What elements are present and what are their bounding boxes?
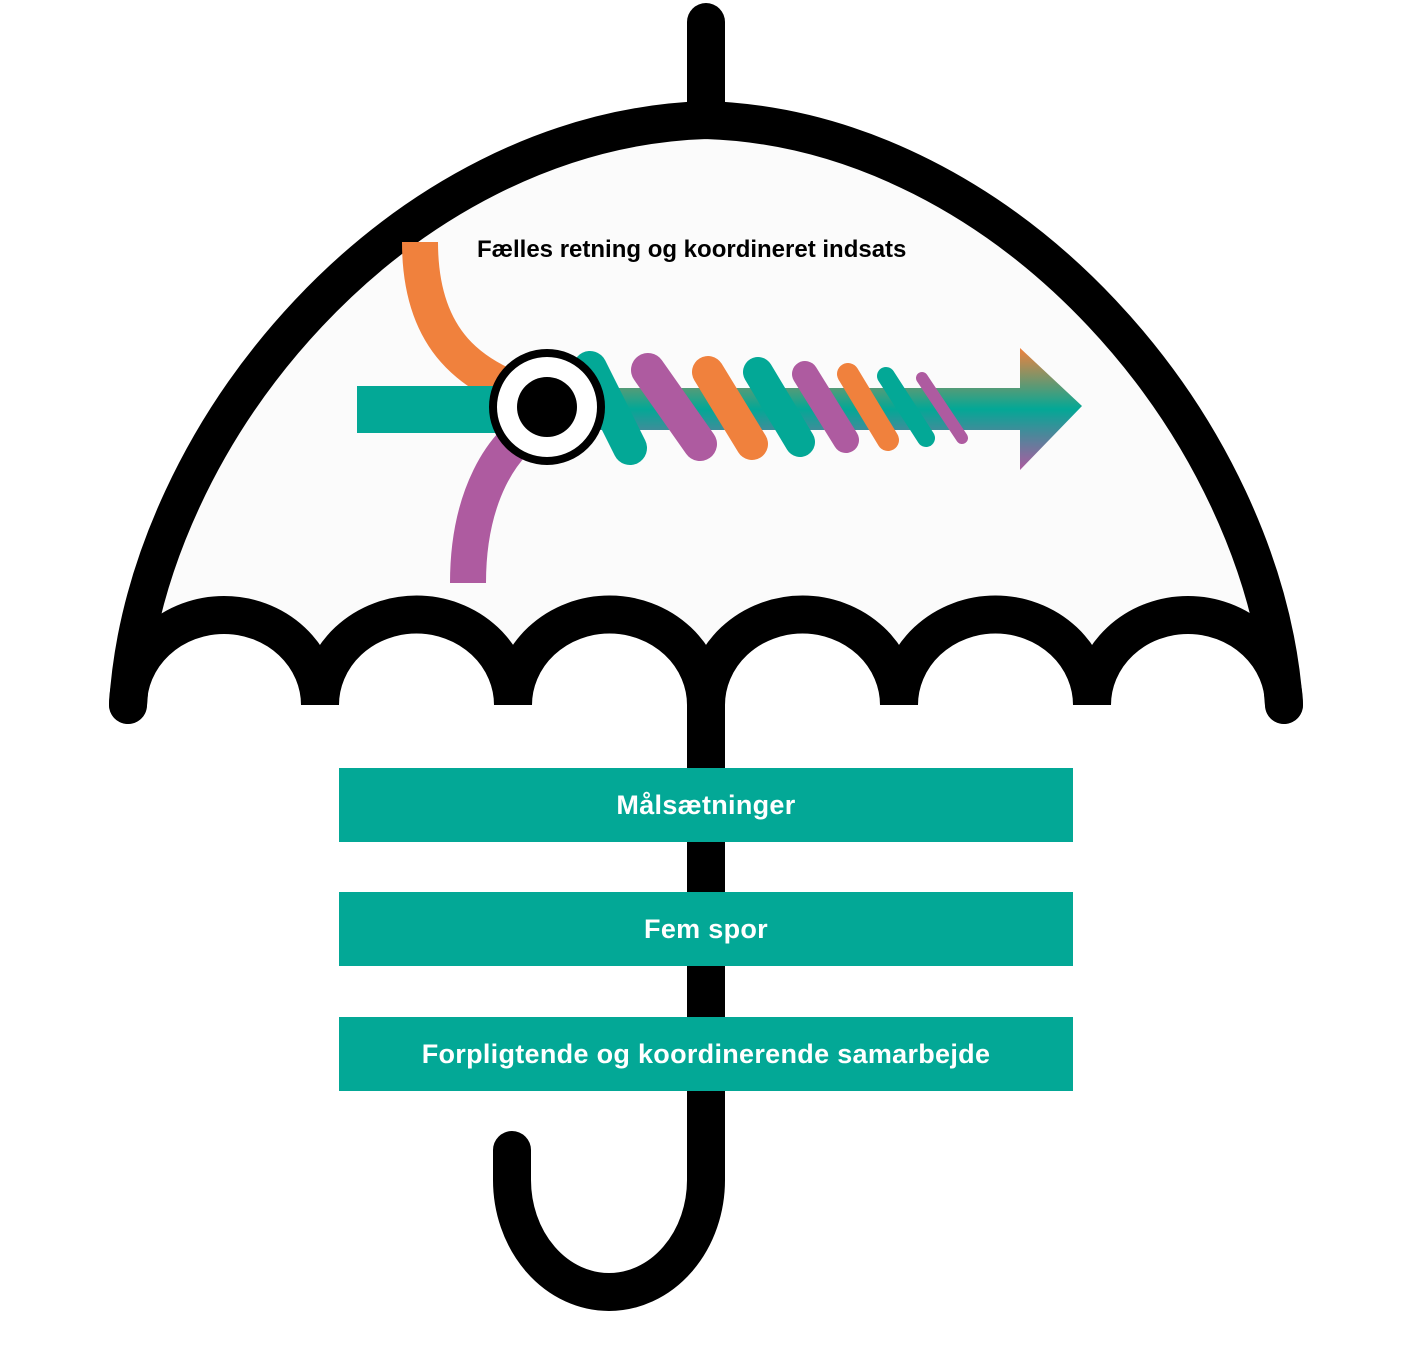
bar-five-tracks: Fem spor bbox=[339, 892, 1073, 966]
diagram-heading: Fælles retning og koordineret indsats bbox=[477, 236, 907, 263]
bar-five-tracks-label: Fem spor bbox=[644, 913, 768, 944]
bar-goals-label: Målsætninger bbox=[616, 789, 796, 820]
bar-collaboration-label: Forpligtende og koordinerende samarbejde bbox=[421, 1038, 991, 1069]
junction-node-inner bbox=[517, 377, 577, 437]
bar-collaboration: Forpligtende og koordinerende samarbejde bbox=[339, 1017, 1073, 1091]
umbrella-handle bbox=[493, 1131, 725, 1311]
bar-goals: Målsætninger bbox=[339, 768, 1073, 842]
